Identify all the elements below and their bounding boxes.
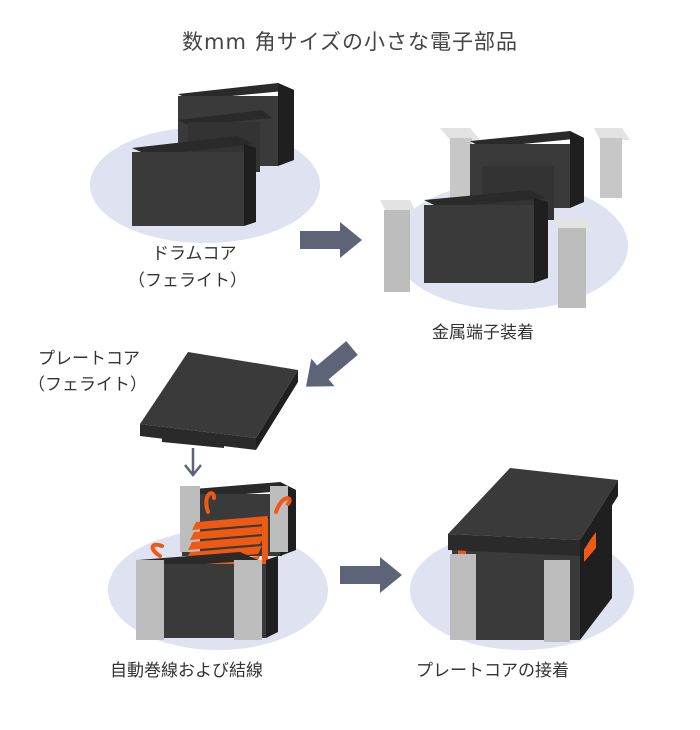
arrow-right-2 [340, 557, 402, 593]
plate-bottom-lip [162, 436, 224, 448]
winding-terminal-left [136, 560, 164, 640]
terminal-back-left-top [440, 128, 480, 140]
bonded-terminal-left [450, 554, 476, 640]
terminal-label: 金属端子装着 [432, 323, 534, 343]
plate-top [140, 352, 298, 438]
bonded-plate-side [580, 480, 618, 556]
terminal-back-right [600, 138, 622, 198]
bonding-label: プレートコアの接着 [416, 661, 569, 681]
terminal-front-left-top [380, 200, 416, 212]
bonded-figure [410, 468, 634, 650]
plate-core-label-1: プレートコア [38, 349, 140, 369]
plate-core-label-2: （フェライト） [28, 375, 147, 395]
bonded-plate-top [448, 468, 618, 540]
drum-core-figure [90, 83, 320, 243]
diagram-title: 数mm 角サイズの小さな電子部品 [182, 30, 518, 54]
terminal-front-left [384, 210, 410, 292]
plate-core-figure [140, 352, 298, 450]
bonded-plate-front [448, 534, 580, 556]
terminal-core-front [424, 205, 534, 283]
arrow-right-1 [300, 222, 362, 258]
arrow-diagonal [306, 341, 358, 387]
plate-side [256, 370, 298, 450]
terminal-back-right-top [594, 128, 630, 140]
terminal-front-right-top [554, 218, 592, 230]
drum-back-flange-top [178, 83, 294, 100]
arrow-down [184, 448, 202, 478]
drum-core-label-2: （フェライト） [128, 271, 247, 291]
terminal-figure [380, 128, 630, 310]
drum-front-flange-top [132, 136, 254, 156]
winding-label: 自動巻線および結線 [110, 661, 263, 681]
terminal-front-right [558, 228, 586, 308]
winding-figure [108, 482, 328, 650]
drum-front-flange-side [244, 144, 256, 226]
winding-terminal-right [234, 560, 262, 640]
bonded-terminal-right [544, 560, 570, 642]
drum-back-flange-side [278, 83, 294, 166]
drum-front-flange-front [132, 152, 244, 226]
terminal-back-left [450, 138, 472, 198]
plate-front [140, 424, 256, 450]
drum-core-label-1: ドラムコア [152, 244, 237, 264]
